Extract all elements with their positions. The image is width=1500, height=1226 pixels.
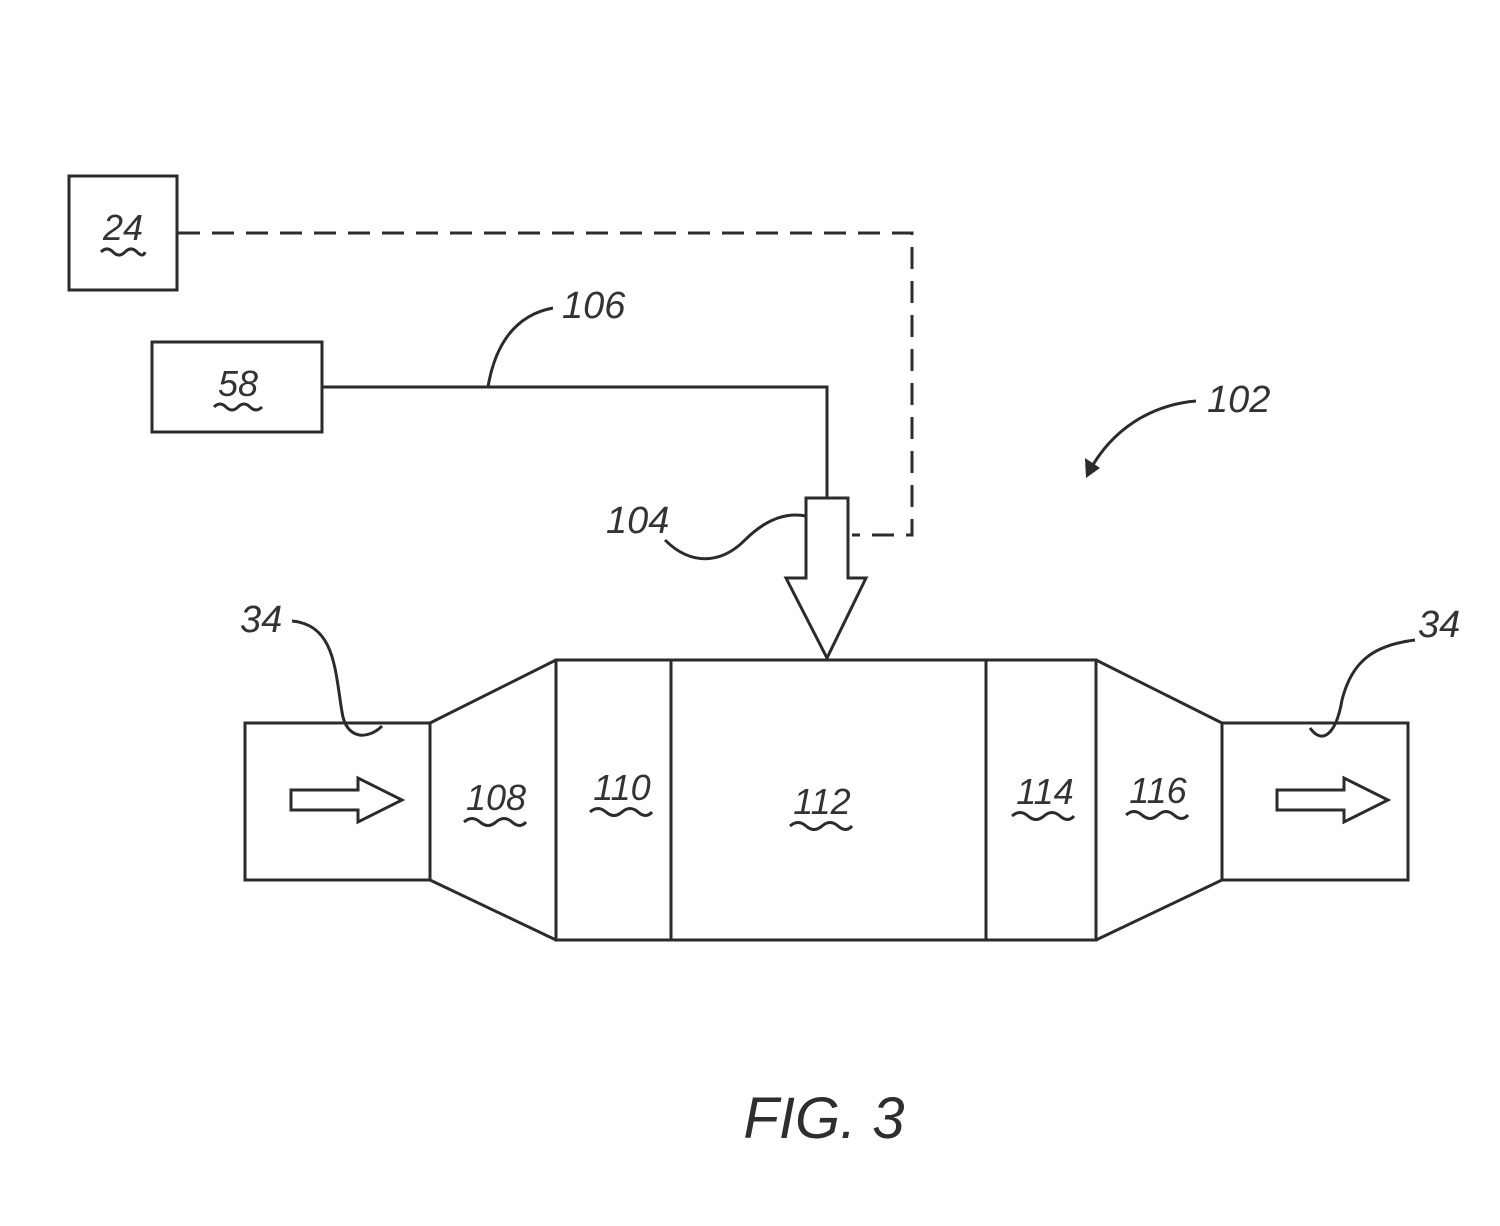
ref-102-arrowhead	[1085, 458, 1100, 478]
section-114-label: 114	[1016, 771, 1073, 812]
box-58: 58	[150, 340, 324, 434]
box-58-label: 58	[218, 363, 258, 404]
supply-line	[322, 385, 829, 498]
section-116-label: 116	[1129, 770, 1187, 811]
box-24-label: 24	[102, 207, 143, 248]
ref-106: 106	[562, 285, 626, 327]
section-112: 112	[789, 781, 854, 831]
section-112-underline	[789, 821, 854, 831]
control-signal-line	[178, 231, 914, 537]
outlet-cone	[1095, 658, 1223, 942]
box-24-underline	[99, 247, 147, 257]
section-116-underline	[1125, 810, 1190, 820]
ref-102-leader	[1088, 399, 1197, 471]
box-58-underline	[212, 402, 264, 412]
section-108-label: 108	[466, 777, 526, 818]
inlet-flow-arrow	[289, 775, 406, 825]
ref-34-right: 34	[1418, 604, 1460, 646]
outlet-flow-arrow	[1275, 775, 1392, 825]
section-108: 108	[463, 777, 528, 827]
ref-34-left: 34	[240, 599, 282, 641]
section-114: 114	[1011, 771, 1076, 821]
ref-34-left-leader	[291, 619, 384, 737]
section-112-label: 112	[793, 781, 850, 822]
outlet-pipe	[1220, 721, 1410, 882]
exhaust-housing	[243, 658, 1410, 942]
section-114-underline	[1011, 811, 1076, 821]
main-body	[554, 658, 1098, 942]
section-110: 110	[589, 767, 654, 817]
ref-106-leader	[486, 306, 554, 388]
inlet-cone	[429, 658, 557, 942]
ref-102: 102	[1207, 379, 1270, 421]
injector	[783, 496, 869, 662]
box-24: 24	[67, 174, 179, 292]
ref-104-leader	[663, 513, 807, 561]
ref-104: 104	[606, 500, 669, 542]
figure-caption: FIG. 3	[743, 1086, 904, 1151]
section-108-underline	[463, 817, 528, 827]
section-110-label: 110	[593, 767, 650, 808]
section-110-underline	[589, 807, 654, 817]
inlet-pipe	[243, 721, 432, 882]
ref-34-right-leader	[1308, 638, 1416, 738]
section-116: 116	[1125, 770, 1190, 820]
